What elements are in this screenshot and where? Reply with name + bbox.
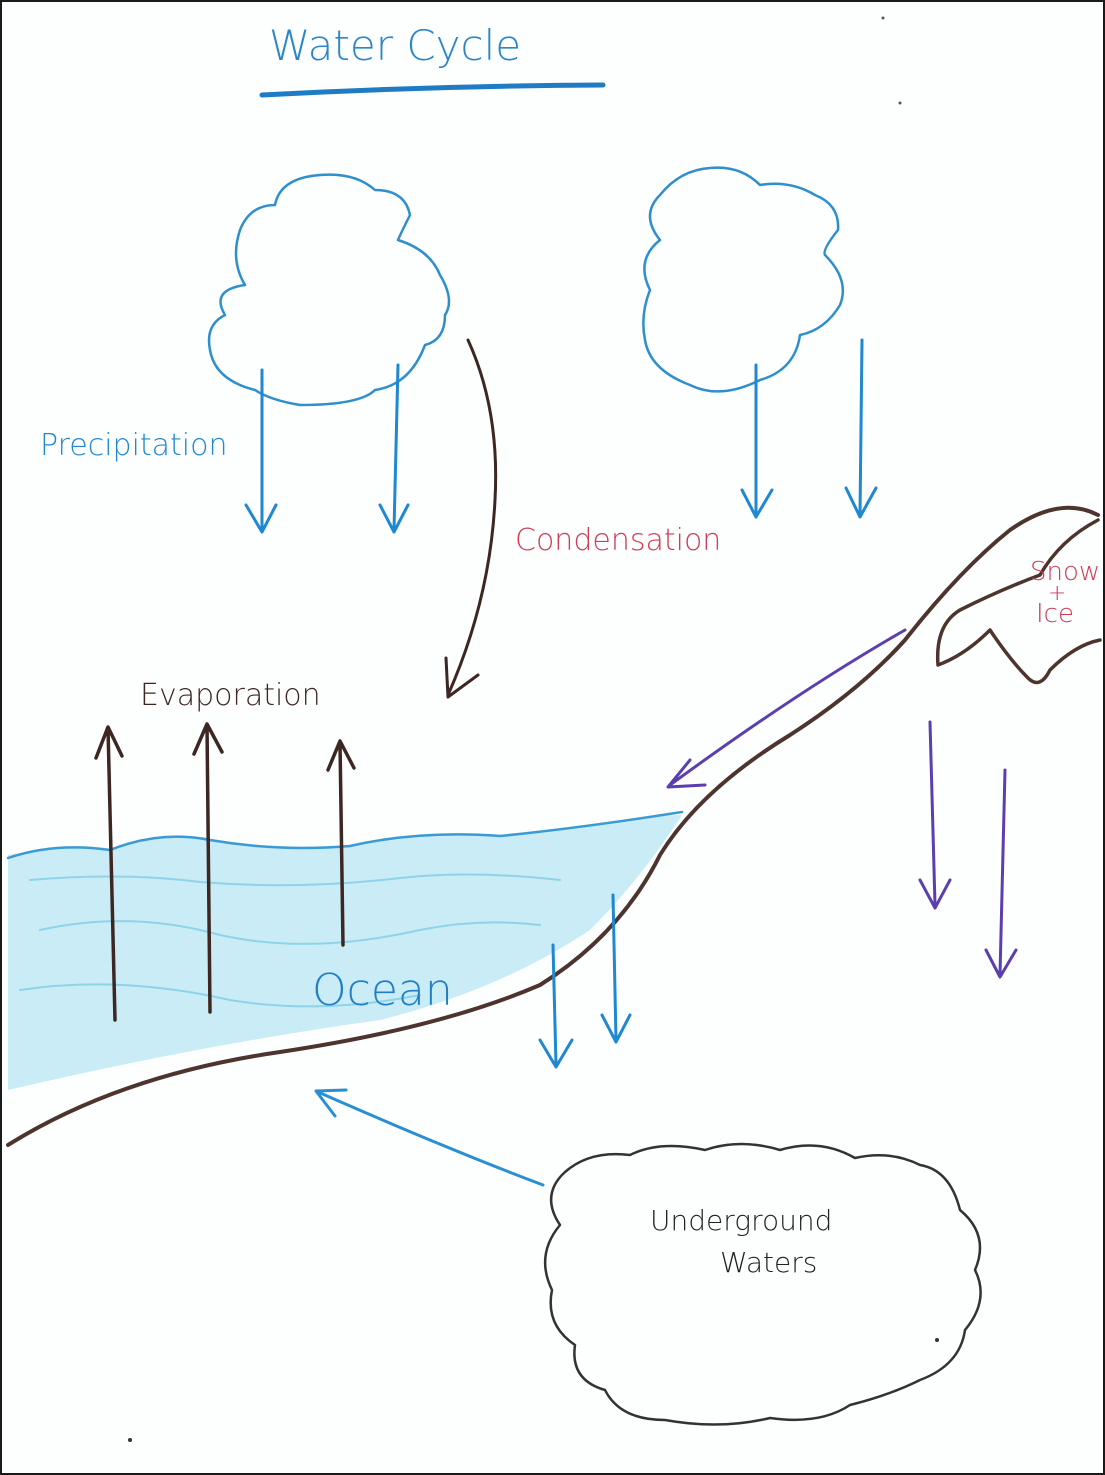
cloud-right [642,166,845,393]
diagram-title: Water Cycle [269,21,521,70]
snowmelt-arrows [666,628,1018,979]
melt-arrow-2 [984,768,1018,979]
ocean-wave-line-2 [39,920,541,945]
precipitation-label: Precipitation [40,428,228,463]
melt-arrow-1 [918,720,952,910]
rain-arrow-5 [538,943,574,1069]
rain-arrow-6 [600,893,632,1044]
evap-arrow-1 [94,725,124,1022]
snow-label: Snow [1030,557,1100,587]
speck-2 [898,101,902,105]
rain-arrow-2 [378,363,410,534]
groundwater-return-arrow [314,1088,545,1187]
cloud-left [207,173,451,407]
rain-arrow-3 [740,363,774,519]
evap-arrow-3 [326,739,356,947]
ocean-surface-line [6,810,684,860]
ice-label: Ice [1036,599,1074,629]
underground-label-line1: Underground [650,1204,832,1237]
title-underline [259,82,606,98]
rain-arrow-1 [244,368,278,534]
condensation-label: Condensation [515,523,721,558]
evaporation-arrows [94,722,356,1022]
snow-cap-outline [935,518,1102,685]
underground-label-line2: Waters [720,1246,817,1279]
runoff-arrow [666,628,907,789]
ocean-label: Ocean [312,965,453,1016]
speck-1 [881,16,885,20]
ocean-water [8,815,682,1090]
land-coastline [6,505,1100,1147]
condensation-arrow [444,338,498,699]
speck-4 [128,1438,132,1442]
precipitation-arrows [244,338,878,1069]
evap-arrow-2 [192,722,224,1014]
snow-plus: + [1048,581,1066,606]
ocean-wave-line-1 [29,873,561,887]
ocean-wave-line-3 [19,983,421,1008]
evaporation-label: Evaporation [140,678,321,713]
underground-waters-outline [543,1142,982,1426]
speck-3 [935,1338,939,1342]
rain-arrow-4 [844,338,878,519]
